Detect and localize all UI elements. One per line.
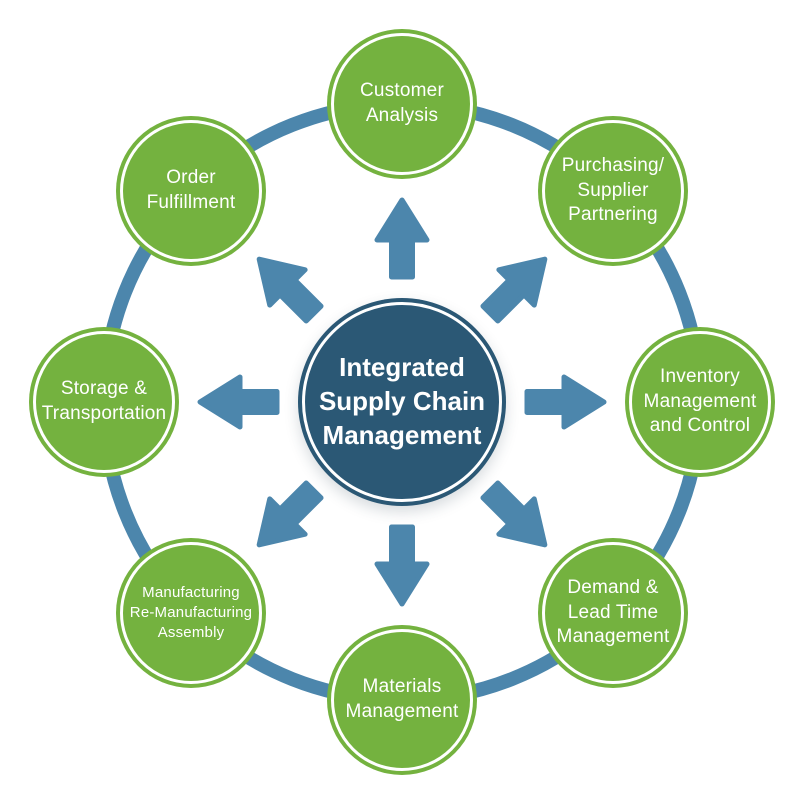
node-label: Purchasing/ Supplier Partnering bbox=[561, 154, 665, 226]
arrow-up-right-icon bbox=[473, 241, 563, 331]
arrow-up-icon bbox=[377, 200, 427, 277]
node-label: Storage & Transportation bbox=[41, 378, 167, 424]
node-label: Materials Management bbox=[345, 676, 459, 722]
node-label: Customer Analysis bbox=[360, 80, 444, 126]
node-label: Inventory Management and Control bbox=[643, 365, 757, 437]
node-purchasing-supplier-partnering: Purchasing/ Supplier Partnering bbox=[538, 116, 688, 266]
arrow-down-icon bbox=[377, 527, 427, 604]
node-inventory-management-and-control: Inventory Management and Control bbox=[625, 327, 775, 477]
node-materials-management: Materials Management bbox=[327, 625, 477, 775]
node-label: Order Fulfillment bbox=[146, 167, 236, 213]
node-label: Manufacturing Re-Manufacturing Assembly bbox=[129, 583, 253, 642]
node-storage-transportation: Storage & Transportation bbox=[29, 327, 179, 477]
node-manufacturing-remanufacturing-assembly: Manufacturing Re-Manufacturing Assembly bbox=[116, 538, 266, 688]
arrow-left-icon bbox=[200, 377, 277, 427]
node-label: Demand & Lead Time Management bbox=[556, 576, 670, 648]
node-customer-analysis: Customer Analysis bbox=[327, 29, 477, 179]
arrow-down-left-icon bbox=[241, 473, 331, 563]
arrow-down-right-icon bbox=[473, 473, 563, 563]
center-node-integrated-supply-chain-management: Integrated Supply Chain Management bbox=[298, 298, 506, 506]
center-node-label: Integrated Supply Chain Management bbox=[318, 352, 486, 450]
node-order-fulfillment: Order Fulfillment bbox=[116, 116, 266, 266]
arrow-right-icon bbox=[527, 377, 604, 427]
node-demand-lead-time-management: Demand & Lead Time Management bbox=[538, 538, 688, 688]
arrow-up-left-icon bbox=[241, 241, 331, 331]
